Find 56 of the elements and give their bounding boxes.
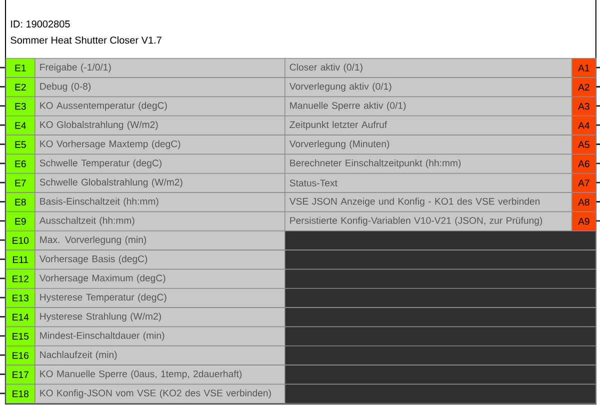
input-port-label: E6 xyxy=(6,154,36,174)
input-name-cell: KO Vorhersage Maxtemp (degC) xyxy=(34,134,286,155)
input-port-label: E16 xyxy=(6,346,36,366)
input-name-cell: Vorhersage Maximum (degC) xyxy=(34,268,286,289)
input-name-cell: Nachlaufzeit (min) xyxy=(34,346,286,366)
output-port-label: A6 xyxy=(572,154,596,174)
input-port-label: E3 xyxy=(6,96,36,116)
input-name-cell: Debug (0-8) xyxy=(34,77,286,98)
input-port-label: E7 xyxy=(6,173,36,193)
output-name-cell: Persistierte Konfig-Variablen V10-V21 (JSON, zur Prüfung) xyxy=(284,211,572,232)
output-name-cell: VSE JSON Anzeige und Konfig - KO1 des VSE verbinden xyxy=(284,192,572,212)
output-port-label: A8 xyxy=(572,192,596,212)
input-name-cell: Basis-Einschaltzeit (hh:mm) xyxy=(34,192,286,212)
input-name-cell: Ausschaltzeit (hh:mm) xyxy=(34,211,286,232)
output-name-cell: Status-Text xyxy=(284,173,572,193)
output-name-cell: Berechneter Einschaltzeitpunkt (hh:mm) xyxy=(284,154,572,174)
input-name-cell: KO Globalstrahlung (W/m2) xyxy=(34,116,286,136)
header-text: Sommer Heat Shutter Closer V1.7 xyxy=(10,36,162,44)
input-port-label: E4 xyxy=(6,116,36,136)
input-port-label: E2 xyxy=(6,77,36,98)
input-port-label: E14 xyxy=(6,307,36,328)
output-name-cell: Vorverlegung aktiv (0/1) xyxy=(284,77,572,98)
input-name-cell: Mindest-Einschaltdauer (min) xyxy=(34,326,286,346)
output-name-cell: Closer aktiv (0/1) xyxy=(284,58,572,78)
input-name-cell: KO Manuelle Sperre (0aus, 1temp, 2dauerhaft) xyxy=(34,364,286,385)
input-port-label: E8 xyxy=(6,192,36,212)
input-port-label: E9 xyxy=(6,211,36,232)
input-port-label: E18 xyxy=(6,384,36,404)
input-name-cell: Max. Vorverlegung (min) xyxy=(34,230,286,250)
input-name-cell: Hysterese Temperatur (degC) xyxy=(34,288,286,308)
input-port-label: E10 xyxy=(6,230,36,250)
input-port-label: E5 xyxy=(6,134,36,155)
input-name-cell: KO Konfig-JSON vom VSE (KO2 des VSE verbinden) xyxy=(34,384,286,404)
output-port-label: A5 xyxy=(572,134,596,155)
header-text: ID: 19002805 xyxy=(11,20,70,28)
input-name-cell: Freigabe (-1/0/1) xyxy=(34,58,286,78)
input-port-label: E1 xyxy=(6,58,36,78)
output-port-label: A4 xyxy=(572,116,596,136)
output-port-label: A2 xyxy=(572,77,596,98)
input-name-cell: Vorhersage Basis (degC) xyxy=(34,250,286,270)
output-name-cell: Zeitpunkt letzter Aufruf xyxy=(284,116,572,136)
input-name-cell: KO Aussentemperatur (degC) xyxy=(34,96,286,116)
output-port-label: A3 xyxy=(572,96,596,116)
output-name-cell: Manuelle Sperre aktiv (0/1) xyxy=(284,96,572,116)
output-port-label: A7 xyxy=(572,173,596,193)
output-port-label: A1 xyxy=(572,58,596,78)
input-name-cell: Schwelle Globalstrahlung (W/m2) xyxy=(34,173,286,193)
input-name-cell: Schwelle Temperatur (degC) xyxy=(34,154,286,174)
input-port-label: E12 xyxy=(6,268,36,289)
output-name-cell: Vorverlegung (Minuten) xyxy=(284,134,572,155)
input-port-label: E13 xyxy=(6,288,36,308)
input-port-label: E15 xyxy=(6,326,36,346)
input-name-cell: Hysterese Strahlung (W/m2) xyxy=(34,307,286,328)
input-port-label: E17 xyxy=(6,364,36,385)
output-port-label: A9 xyxy=(572,211,596,232)
input-port-label: E11 xyxy=(6,250,36,270)
